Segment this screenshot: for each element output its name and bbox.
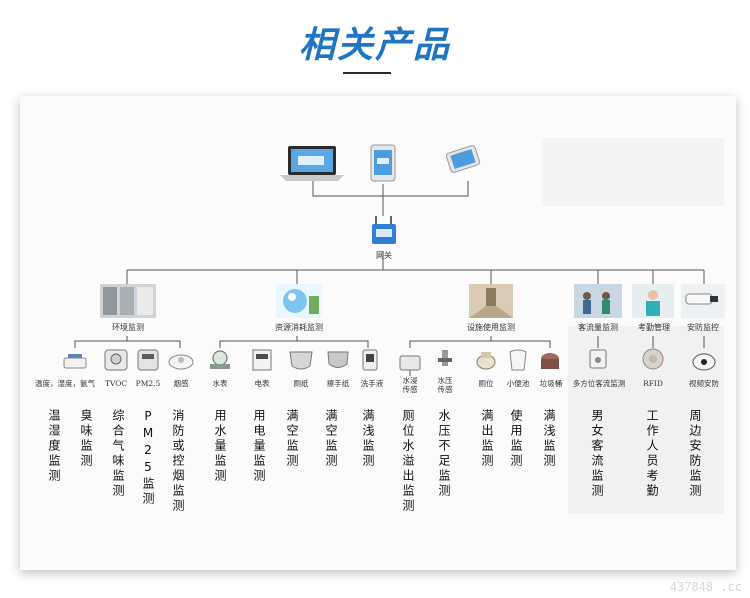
device-label: 小便池 xyxy=(507,378,530,388)
page-title: 相关产品 xyxy=(298,25,451,66)
smoke-detector-icon xyxy=(168,354,194,370)
hand-towel-dispenser-icon xyxy=(327,351,349,368)
device-label: 擦手纸 xyxy=(327,378,350,388)
connector-lines xyxy=(74,181,705,348)
temp-humidity-sensor-icon xyxy=(63,354,87,369)
water-pressure-sensor-icon xyxy=(438,350,452,366)
trash-bin-icon xyxy=(541,353,559,369)
category-label: 安防监控 xyxy=(687,322,719,332)
device-label: 厕位 xyxy=(479,378,494,388)
electric-meter-icon xyxy=(252,349,272,371)
monitoring-label: 使用监测 xyxy=(509,409,523,469)
device-label: 水压传感 xyxy=(438,375,453,394)
water-resource-graphic xyxy=(276,284,322,318)
device-label: 烟感 xyxy=(174,378,189,388)
soap-dispenser-icon xyxy=(362,349,378,371)
topology-svg: 网关 xyxy=(35,144,725,394)
toilet-occupancy-icon xyxy=(476,352,496,370)
toilet-paper-dispenser-icon xyxy=(289,351,313,370)
monitoring-label: 满浅监测 xyxy=(542,409,556,469)
device-label: TVOC xyxy=(105,379,127,388)
monitoring-label: 满空监测 xyxy=(324,409,338,469)
smartphone-icon xyxy=(445,145,481,173)
right-group-shade xyxy=(542,138,724,206)
category-label: 环境监测 xyxy=(112,322,144,332)
device-label: 电表 xyxy=(255,378,270,388)
dome-camera-icon xyxy=(692,353,716,371)
category-label: 设施使用监测 xyxy=(467,322,515,332)
device-label: 厕纸 xyxy=(294,378,309,388)
cleaner-photo xyxy=(632,284,674,318)
laptop-icon xyxy=(280,146,344,181)
watermark: 437848 .cc xyxy=(669,580,742,594)
monitoring-label: 满出监测 xyxy=(480,409,494,469)
monitoring-label: 厕位水溢出监测 xyxy=(401,409,415,514)
cctv-camera-photo xyxy=(681,284,725,318)
device-label: 视频安防 xyxy=(689,378,719,388)
monitoring-label: 温湿度监测 xyxy=(47,409,61,484)
monitoring-label: 工作人员考勤 xyxy=(645,409,659,499)
device-label: PM2.5 xyxy=(136,379,161,388)
urinal-icon xyxy=(509,349,527,371)
tablet-icon xyxy=(370,144,396,182)
monitoring-label: 用电量监测 xyxy=(252,409,266,484)
monitoring-label: PM25监测 xyxy=(141,409,155,507)
pm25-sensor-icon xyxy=(137,349,159,371)
device-label: 洗手液 xyxy=(361,378,384,388)
water-meter-icon xyxy=(210,350,230,369)
people-flow-photo xyxy=(574,284,622,318)
monitoring-label: 满空监测 xyxy=(285,409,299,469)
tvoc-sensor-icon xyxy=(104,349,128,371)
title-underline xyxy=(343,72,391,74)
people-counter-icon xyxy=(589,349,607,369)
monitoring-label: 综合气味监测 xyxy=(111,409,125,499)
restroom-photo xyxy=(100,284,156,318)
device-label: 温度，湿度，氨气 xyxy=(35,378,95,388)
device-label: 垃圾桶 xyxy=(540,378,563,388)
device-label: 水浸传感 xyxy=(403,375,418,394)
diagram-panel: 网关 xyxy=(20,96,736,570)
monitoring-label: 臭味监测 xyxy=(79,409,93,469)
gateway-icon xyxy=(372,216,396,244)
category-label: 客流量监测 xyxy=(578,322,618,332)
monitoring-label: 消防或控烟监测 xyxy=(171,409,185,514)
device-label: RFID xyxy=(643,379,663,388)
corridor-photo xyxy=(469,284,513,318)
monitoring-label: 水压不足监测 xyxy=(437,409,451,499)
gateway-label: 网关 xyxy=(376,250,392,260)
monitoring-label: 满浅监测 xyxy=(361,409,375,469)
monitoring-label: 用水量监测 xyxy=(213,409,227,484)
device-label: 水表 xyxy=(213,378,228,388)
water-leak-sensor-icon xyxy=(399,355,421,376)
monitoring-label: 周边安防监测 xyxy=(688,409,702,499)
category-label: 资源消耗监测 xyxy=(275,322,323,332)
rfid-reader-icon xyxy=(642,348,664,370)
category-label: 考勤管理 xyxy=(638,322,670,332)
device-label: 多方位客流监测 xyxy=(573,378,626,388)
monitoring-label: 男女客流监测 xyxy=(590,409,604,499)
